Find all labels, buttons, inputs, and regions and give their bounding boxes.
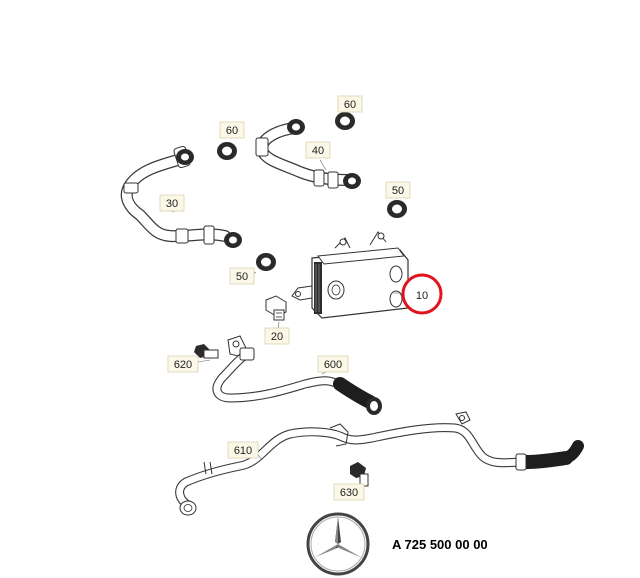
seal-60-top [335, 112, 355, 130]
callout-620: 620 [167, 355, 199, 373]
callout-610: 610 [227, 441, 259, 459]
svg-text:30: 30 [166, 198, 178, 210]
callout-50-right: 50 [385, 181, 411, 199]
hose-40 [255, 122, 354, 189]
svg-text:20: 20 [271, 331, 283, 343]
svg-text:50: 50 [392, 185, 404, 197]
bolt-620 [194, 344, 219, 359]
seal-60-left [217, 142, 237, 160]
callout-600: 600 [317, 355, 349, 373]
bolt-20 [265, 295, 287, 321]
svg-text:60: 60 [226, 125, 238, 137]
grommet-30-end [224, 232, 242, 248]
mercedes-star-logo [306, 512, 370, 576]
grommet-60-left-a [176, 149, 194, 165]
callout-20: 20 [264, 327, 290, 345]
callout-60-top: 60 [337, 95, 363, 113]
svg-text:60: 60 [344, 99, 356, 111]
svg-text:600: 600 [324, 359, 342, 371]
pipe-600 [212, 335, 382, 415]
part-number: A 725 500 00 00 [392, 537, 488, 552]
svg-text:50: 50 [236, 271, 248, 283]
callout-60-left: 60 [219, 121, 245, 139]
pipe-610 [175, 411, 584, 516]
callout-30: 30 [159, 194, 185, 212]
svg-text:10: 10 [416, 290, 428, 302]
callout-50-left: 50 [229, 267, 255, 285]
highlight-circle [401, 273, 443, 315]
svg-text:630: 630 [340, 487, 358, 499]
svg-text:40: 40 [312, 145, 324, 157]
svg-text:610: 610 [234, 445, 252, 457]
seal-50-left [256, 253, 276, 271]
callout-40: 40 [305, 141, 331, 159]
hose-30 [120, 145, 231, 245]
seal-50-right [387, 200, 407, 218]
callout-10-highlighted: 10 [401, 273, 443, 315]
callout-630: 630 [333, 483, 365, 501]
bolt-630 [350, 462, 369, 487]
oil-cooler [291, 231, 409, 319]
grommet-40-end [343, 173, 361, 189]
svg-text:620: 620 [174, 359, 192, 371]
grommet-40-top [287, 119, 305, 135]
